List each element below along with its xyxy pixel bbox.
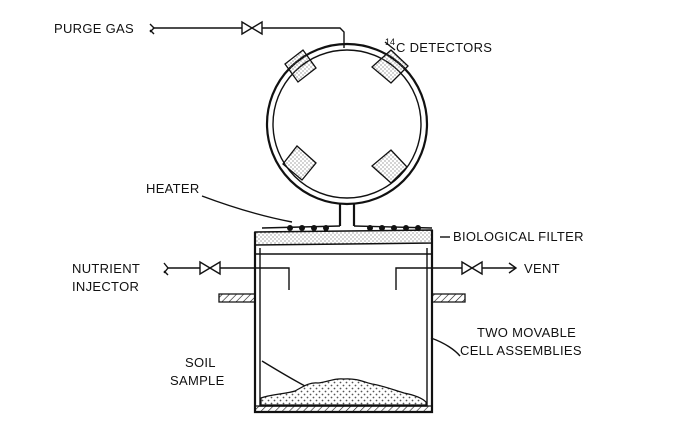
vent-line (395, 262, 518, 290)
soil-label-line1: SOIL (185, 355, 216, 370)
cell-label-line2: CELL ASSEMBLIES (460, 343, 582, 358)
cell-assembly (253, 230, 434, 414)
purge-gas-label: PURGE GAS (54, 21, 134, 36)
detector-upper-right (371, 49, 409, 84)
vent-label: VENT (524, 261, 560, 276)
right-flange (431, 293, 466, 303)
nutrient-valve-icon (199, 260, 221, 276)
connecting-tube (261, 204, 433, 229)
detector-upper-left (284, 49, 317, 83)
nutrient-line (163, 262, 290, 290)
soil-sample (260, 378, 427, 406)
detector-lower-right (371, 149, 408, 184)
vent-valve-icon (461, 260, 483, 276)
detector-lower-left (282, 145, 317, 181)
biological-filter-label: BIOLOGICAL FILTER (453, 229, 584, 244)
heater-label: HEATER (146, 181, 200, 196)
purge-gas-line (149, 23, 345, 48)
leader-lines (201, 41, 461, 387)
nutrient-label-line2: INJECTOR (72, 279, 139, 294)
nutrient-label-line1: NUTRIENT (72, 261, 140, 276)
purge-gas-valve-icon (241, 20, 263, 36)
left-flange (218, 293, 256, 303)
biological-filter (254, 229, 433, 246)
detectors-label: C DETECTORS (396, 40, 492, 55)
detector-chamber (265, 42, 429, 206)
detectors-superscript: 14 (385, 37, 395, 47)
soil-label-line2: SAMPLE (170, 373, 225, 388)
cell-label-line1: TWO MOVABLE (477, 325, 576, 340)
